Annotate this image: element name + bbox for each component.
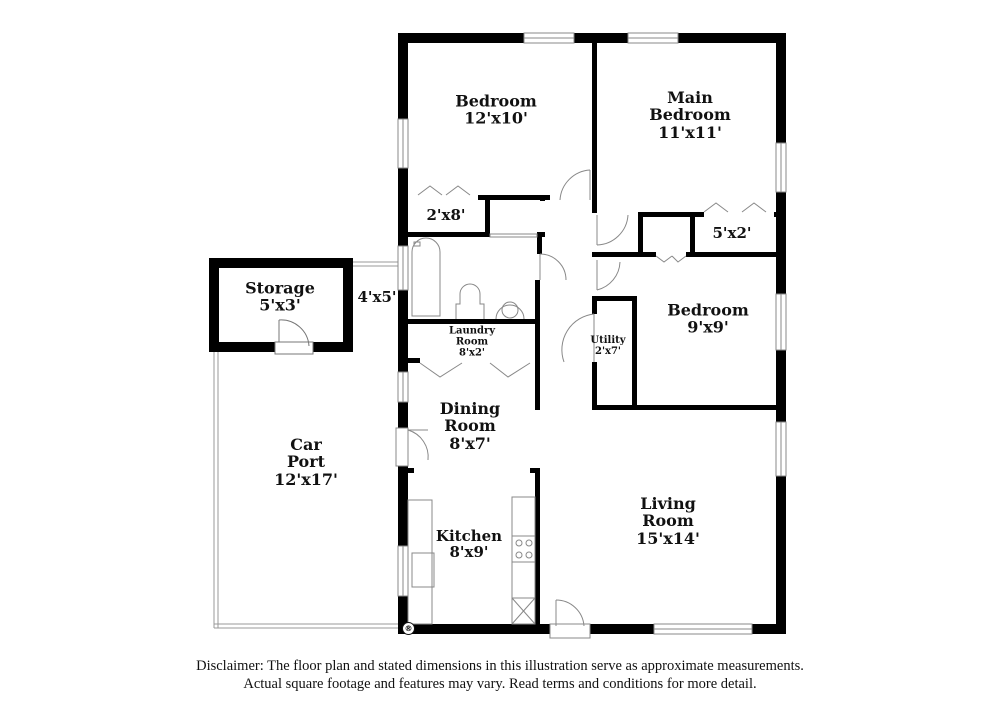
room-name: Room bbox=[455, 336, 489, 348]
room-label-living: Living Room 15'x14' bbox=[636, 495, 700, 547]
windows bbox=[397, 32, 787, 635]
hall-closet-door bbox=[489, 233, 538, 238]
carport-outline bbox=[213, 261, 402, 629]
room-name: Dining bbox=[439, 399, 501, 419]
room-label-laundry: Laundry Room 8'x2' bbox=[449, 326, 495, 359]
kitchen-fixtures bbox=[407, 496, 536, 625]
room-name: Main bbox=[667, 88, 713, 108]
room-name: Port bbox=[286, 452, 326, 472]
bifold-doors bbox=[417, 185, 767, 378]
room-label-main-bedroom: Main Bedroom 11'x11' bbox=[649, 89, 731, 141]
interior-walls bbox=[408, 33, 778, 624]
room-label-kitchen: Kitchen 8'x9' bbox=[435, 526, 503, 561]
room-name: Living bbox=[640, 494, 696, 514]
room-name: Room bbox=[642, 511, 694, 531]
room-dims: 12'x17' bbox=[274, 469, 338, 489]
exterior-walls bbox=[398, 33, 786, 634]
room-label-bedroom-2: Bedroom 12'x10' bbox=[455, 91, 537, 128]
registered-mark-icon: ® bbox=[402, 622, 415, 635]
room-name: Laundry bbox=[448, 325, 496, 337]
room-dims: 12'x10' bbox=[464, 109, 528, 128]
room-name: Room bbox=[444, 416, 496, 436]
room-dims: 2'x7' bbox=[594, 346, 622, 357]
room-label-closet-1: 2'x8' bbox=[426, 207, 465, 223]
bath-fixtures bbox=[411, 237, 525, 320]
room-dims: 5'x3' bbox=[259, 296, 301, 315]
room-label-closet-2: 5'x2' bbox=[712, 225, 751, 241]
storage-door bbox=[274, 319, 314, 355]
room-dims: 8'x7' bbox=[449, 433, 491, 453]
room-name: Utility bbox=[590, 335, 626, 346]
room-label-utility: Utility 2'x7' bbox=[590, 335, 625, 357]
room-dims: 8'x9' bbox=[449, 543, 489, 561]
storage-walls bbox=[209, 258, 353, 352]
room-dims: 9'x9' bbox=[687, 318, 729, 337]
room-name: Bedroom bbox=[667, 300, 749, 320]
room-label-bathroom: 4'x5' bbox=[357, 289, 396, 305]
doors bbox=[395, 169, 629, 639]
room-dims: 11'x11' bbox=[658, 122, 722, 142]
disclaimer: Disclaimer: The floor plan and stated di… bbox=[0, 657, 1000, 693]
room-dims: 15'x14' bbox=[636, 528, 700, 548]
room-name: Storage bbox=[245, 278, 315, 298]
room-name: Kitchen bbox=[435, 526, 503, 545]
room-name: Bedroom bbox=[649, 105, 731, 125]
room-label-carport: Car Port 12'x17' bbox=[274, 436, 338, 488]
disclaimer-line-1: Disclaimer: The floor plan and stated di… bbox=[196, 658, 804, 674]
room-dims: 4'x5' bbox=[357, 287, 397, 306]
room-dims: 8'x2' bbox=[458, 347, 485, 359]
disclaimer-line-2: Actual square footage and features may v… bbox=[243, 676, 757, 692]
room-dims: 5'x2' bbox=[712, 223, 752, 242]
room-dims: 2'x8' bbox=[426, 205, 466, 224]
room-label-storage: Storage 5'x3' bbox=[245, 278, 315, 315]
room-name: Car bbox=[290, 435, 322, 455]
room-label-bedroom-3: Bedroom 9'x9' bbox=[667, 300, 749, 337]
room-name: Bedroom bbox=[455, 91, 537, 111]
room-label-dining: Dining Room 8'x7' bbox=[440, 400, 500, 452]
